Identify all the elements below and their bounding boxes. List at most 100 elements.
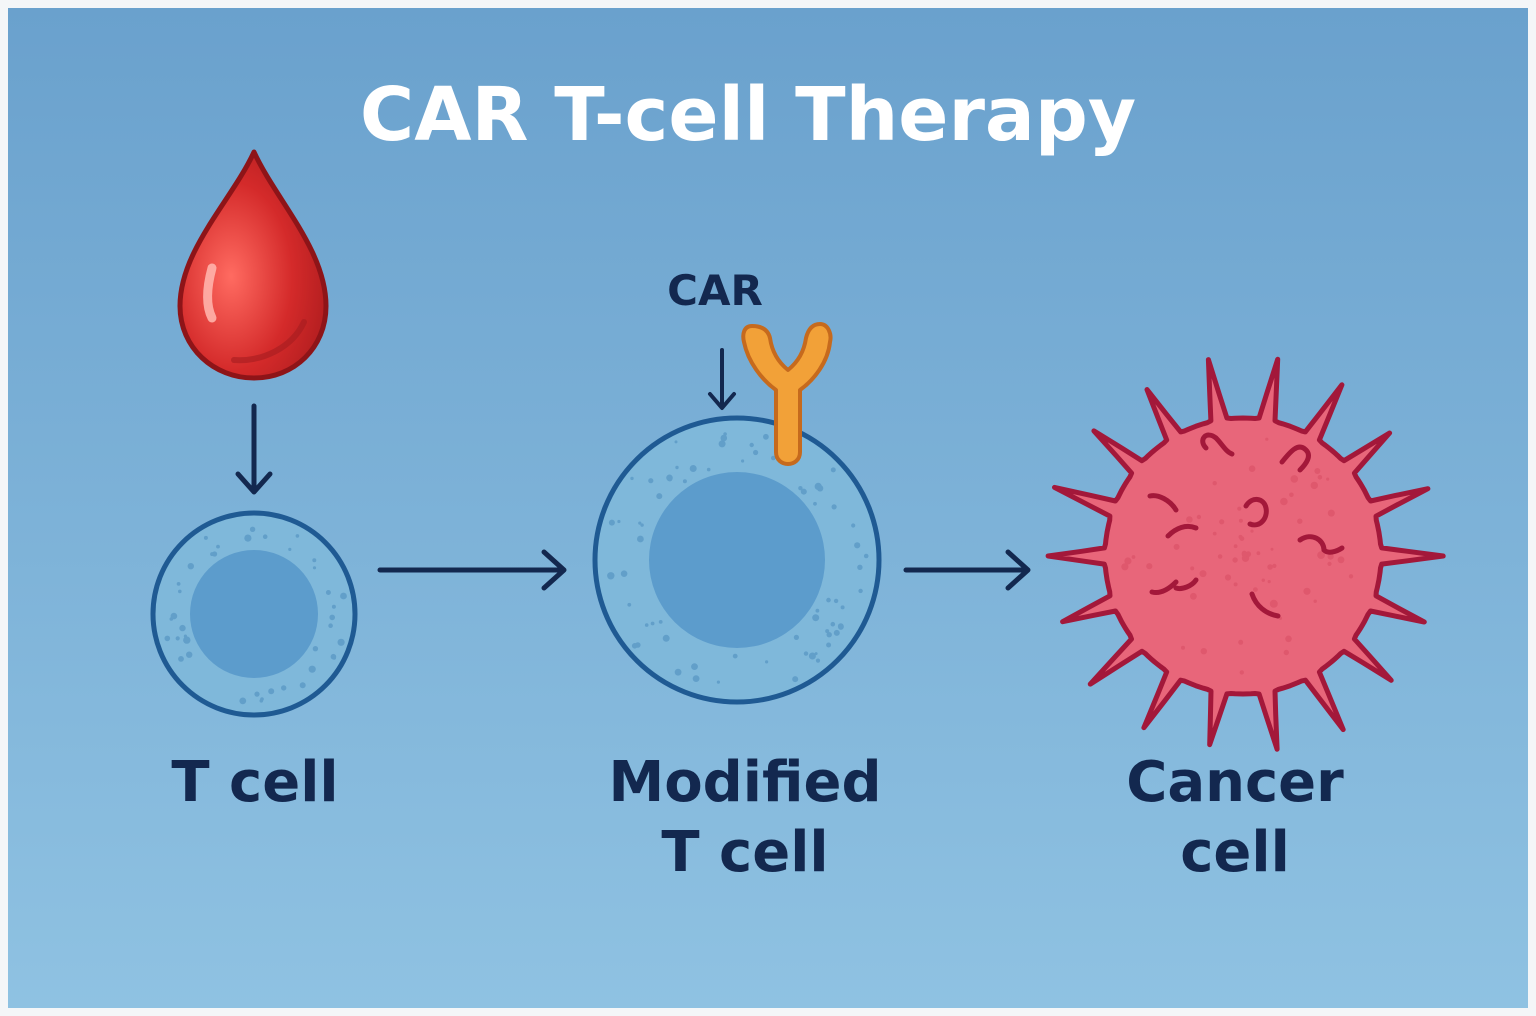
texture-dot bbox=[826, 597, 831, 603]
texture-dot bbox=[176, 582, 181, 586]
texture-dot bbox=[644, 623, 649, 627]
texture-dot bbox=[662, 634, 670, 642]
right-arrow-icon bbox=[377, 549, 567, 591]
texture-dot bbox=[741, 459, 745, 463]
texture-dot bbox=[1233, 544, 1238, 549]
texture-dot bbox=[308, 665, 316, 673]
texture-dot bbox=[1337, 556, 1345, 564]
texture-dot bbox=[1248, 465, 1256, 473]
texture-dot bbox=[793, 634, 800, 641]
texture-dot bbox=[617, 519, 621, 524]
texture-dot bbox=[833, 629, 840, 636]
texture-dot bbox=[814, 652, 818, 656]
texture-dot bbox=[1283, 649, 1290, 656]
texture-dot bbox=[771, 455, 776, 461]
texture-dot bbox=[840, 605, 845, 610]
texture-dot bbox=[1212, 481, 1217, 486]
texture-dot bbox=[268, 688, 275, 695]
texture-dot bbox=[1181, 645, 1185, 650]
cancer-cell-label-line: Cancer bbox=[1126, 750, 1344, 815]
texture-dot bbox=[815, 658, 821, 663]
right-arrow-icon bbox=[903, 549, 1031, 591]
t-cell-label-line: T cell bbox=[171, 750, 339, 815]
texture-dot bbox=[1326, 477, 1330, 481]
texture-dot bbox=[1265, 437, 1269, 441]
texture-dot bbox=[1146, 563, 1153, 570]
texture-dot bbox=[244, 534, 252, 542]
cancer-cell bbox=[1045, 356, 1446, 752]
texture-dot bbox=[299, 682, 306, 689]
texture-dot bbox=[630, 476, 634, 481]
texture-dot bbox=[187, 563, 194, 570]
texture-dot bbox=[826, 632, 832, 638]
texture-dot bbox=[1199, 570, 1207, 578]
texture-dot bbox=[170, 612, 178, 620]
car-receptor-icon bbox=[741, 322, 833, 466]
texture-dot bbox=[648, 478, 654, 484]
texture-dot bbox=[1173, 543, 1180, 550]
texture-dot bbox=[1280, 497, 1288, 506]
texture-dot bbox=[1217, 554, 1223, 559]
texture-dot bbox=[1267, 564, 1273, 570]
texture-dot bbox=[1256, 551, 1261, 556]
texture-dot bbox=[607, 572, 615, 580]
texture-dot bbox=[1289, 492, 1294, 498]
texture-dot bbox=[692, 675, 700, 682]
texture-dot bbox=[718, 440, 726, 448]
texture-dot bbox=[1297, 518, 1303, 524]
texture-dot bbox=[815, 608, 820, 613]
texture-dot bbox=[1190, 566, 1195, 571]
texture-dot bbox=[216, 544, 220, 549]
texture-dot bbox=[858, 588, 863, 594]
texture-dot bbox=[675, 465, 679, 470]
texture-dot bbox=[186, 651, 193, 658]
texture-dot bbox=[203, 535, 208, 540]
texture-dot bbox=[674, 668, 682, 676]
texture-dot bbox=[638, 521, 642, 525]
texture-dot bbox=[1233, 582, 1238, 587]
modified-t-cell-label-line: T cell bbox=[661, 820, 829, 885]
texture-dot bbox=[765, 660, 769, 664]
texture-dot bbox=[627, 602, 632, 607]
texture-dot bbox=[1124, 557, 1132, 565]
texture-dot bbox=[763, 433, 769, 440]
texture-dot bbox=[749, 442, 754, 448]
texture-dot bbox=[1250, 529, 1254, 533]
texture-dot bbox=[1232, 557, 1238, 563]
texture-dot bbox=[312, 646, 319, 652]
texture-dot bbox=[813, 501, 817, 506]
texture-dot bbox=[210, 552, 215, 557]
texture-dot bbox=[608, 519, 615, 526]
modified-t-cell bbox=[592, 415, 882, 705]
texture-dot bbox=[254, 691, 260, 697]
texture-dot bbox=[1303, 587, 1311, 595]
texture-dot bbox=[830, 467, 836, 473]
texture-dot bbox=[183, 636, 191, 644]
diagram-title: CAR T-cell Therapy bbox=[359, 72, 1137, 158]
texture-dot bbox=[857, 564, 863, 570]
texture-dot bbox=[656, 493, 663, 500]
texture-dot bbox=[631, 643, 638, 649]
car-label: CAR bbox=[667, 266, 763, 315]
texture-dot bbox=[620, 570, 628, 577]
down-arrow-icon bbox=[235, 403, 273, 495]
texture-dot bbox=[837, 623, 844, 629]
texture-dot bbox=[831, 504, 837, 510]
texture-dot bbox=[288, 547, 292, 552]
texture-dot bbox=[1261, 578, 1266, 582]
texture-dot bbox=[1196, 514, 1202, 520]
texture-dot bbox=[854, 542, 861, 549]
texture-dot bbox=[1327, 509, 1335, 517]
texture-dot bbox=[863, 553, 869, 559]
texture-dot bbox=[1317, 551, 1325, 559]
car-pointer-arrow-icon bbox=[708, 348, 736, 410]
modified-t-cell-label: Modified T cell bbox=[570, 748, 920, 888]
texture-dot bbox=[716, 680, 721, 684]
texture-dot bbox=[691, 663, 698, 670]
texture-dot bbox=[1270, 547, 1274, 551]
texture-dot bbox=[325, 590, 331, 595]
texture-dot bbox=[332, 655, 337, 660]
texture-dot bbox=[792, 676, 799, 683]
texture-dot bbox=[1131, 555, 1136, 559]
texture-dot bbox=[312, 558, 317, 563]
